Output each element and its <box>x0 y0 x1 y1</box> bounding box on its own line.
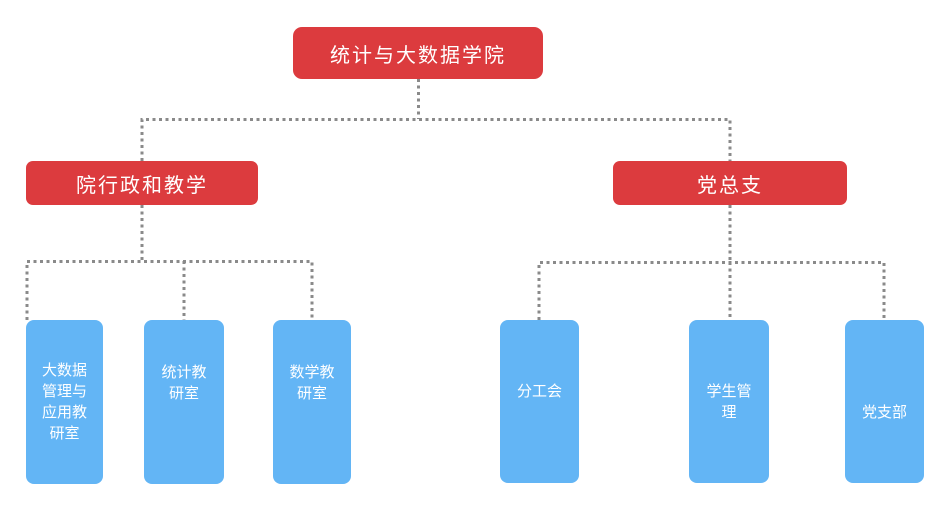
connector-party-to-children-outer <box>537 261 886 320</box>
node-label: 统计与大数据学院 <box>330 44 506 67</box>
node-party-general-branch: 党总支 <box>613 161 847 205</box>
node-label: 学生管理 <box>706 382 752 421</box>
node-label: 党总支 <box>697 174 763 197</box>
node-label: 院行政和教学 <box>76 174 208 197</box>
node-label: 统计教研室 <box>161 364 207 402</box>
node-bigdata-management-teaching-office: 大数据管理与应用教研室 <box>26 320 103 484</box>
node-label: 分工会 <box>516 383 562 400</box>
connector-admin-to-children-outer <box>25 260 314 320</box>
node-math-teaching-office: 数学教研室 <box>273 320 351 484</box>
node-college: 统计与大数据学院 <box>293 27 543 79</box>
node-admin-and-teaching: 院行政和教学 <box>26 161 258 205</box>
node-label: 数学教研室 <box>289 364 335 402</box>
node-statistics-teaching-office: 统计教研室 <box>144 320 224 484</box>
connector-root-to-branches <box>140 118 732 161</box>
node-label: 党支部 <box>861 404 907 421</box>
node-labor-union: 分工会 <box>500 320 579 483</box>
node-party-branch: 党支部 <box>845 320 924 483</box>
node-label: 大数据管理与应用教研室 <box>41 362 87 442</box>
node-student-management: 学生管理 <box>689 320 769 483</box>
